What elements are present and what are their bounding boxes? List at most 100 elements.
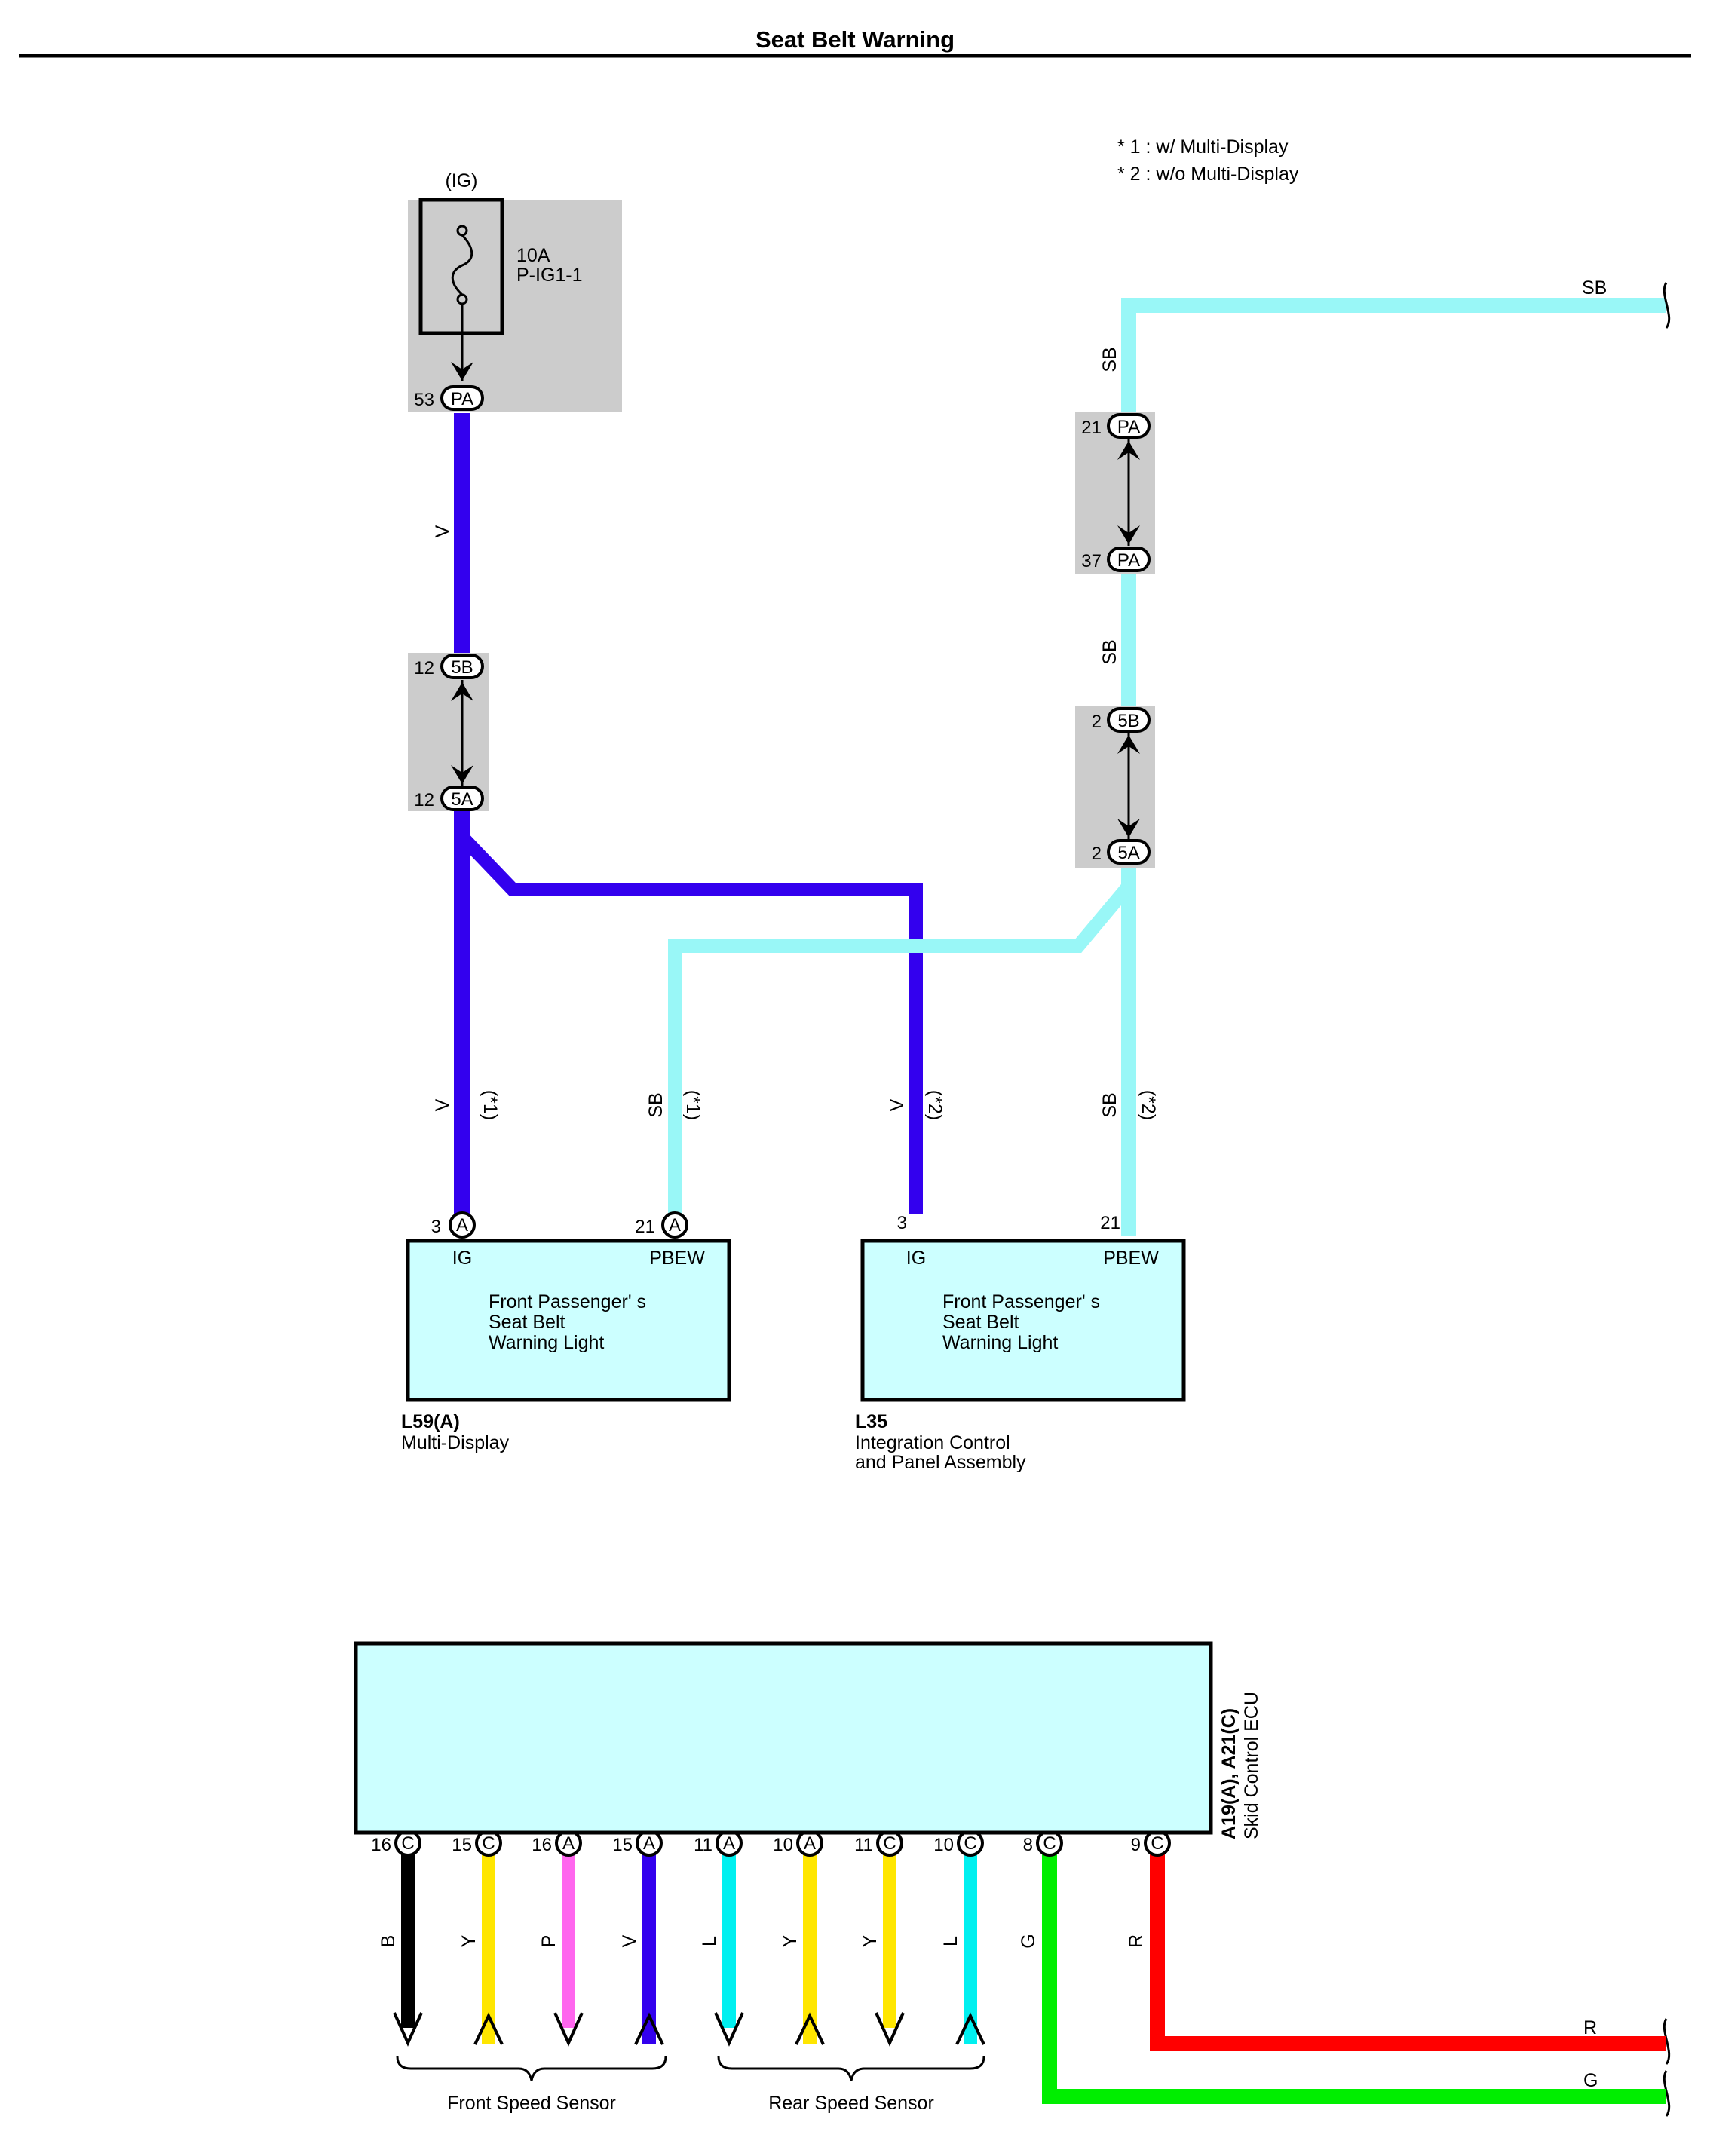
arrow-up-icon xyxy=(955,2012,985,2045)
wire-color-label: Y xyxy=(780,1934,801,1947)
break-marks xyxy=(1662,282,1671,2117)
pin-circle-ig xyxy=(449,1211,476,1239)
ecu-pin-5: YA10RL− xyxy=(773,1799,829,2045)
wire-label-l59-pbew: SB xyxy=(645,1092,667,1117)
ecu-pins: BC16FL+YC15FL−PA16FR+VA15FR−LA11RL+YA10R… xyxy=(371,1799,1185,2047)
component-box xyxy=(860,1239,1186,1402)
component-id: A19(A), A21(C) xyxy=(1218,1708,1240,1839)
wire-sb-top xyxy=(1121,298,1666,412)
pin-number: 16 xyxy=(371,1835,391,1855)
component-desc-1: Front Passenger' s xyxy=(942,1291,1100,1312)
fuse-rating: 10A xyxy=(516,245,550,266)
pin-number: 11 xyxy=(694,1835,712,1855)
wire-color-label: V xyxy=(619,1934,640,1947)
component-desc-3: Warning Light xyxy=(489,1332,604,1353)
pin-number: 15 xyxy=(612,1835,633,1855)
wire-v-l35 xyxy=(457,831,923,1214)
connector-pin: 12 xyxy=(414,658,434,678)
wire-color-label: Y xyxy=(860,1934,881,1947)
ecu-pin-0: BC16FL+ xyxy=(371,1799,426,2047)
wire-sb-l59 xyxy=(668,881,1134,1214)
pin-number: 11 xyxy=(854,1835,873,1855)
component-desc-3: Warning Light xyxy=(942,1332,1058,1353)
component-desc-2: Seat Belt xyxy=(489,1312,565,1333)
connector-pin: 53 xyxy=(414,390,434,410)
component-name: Multi-Display xyxy=(401,1432,510,1453)
arrow-down-icon xyxy=(875,2012,905,2047)
arrow-up-icon xyxy=(451,682,473,701)
pin-conn: C xyxy=(1151,1833,1163,1854)
arrow-down-icon xyxy=(1117,525,1140,544)
connector-oval xyxy=(440,786,484,811)
arrow-up-icon xyxy=(473,2012,504,2045)
component-desc-2: Seat Belt xyxy=(942,1312,1019,1333)
wire-note-l35-ig: (*2) xyxy=(924,1090,945,1120)
connector-oval xyxy=(440,654,484,679)
wire-note-l59-pbew: (*1) xyxy=(682,1090,703,1120)
pin-conn: C xyxy=(883,1833,896,1854)
wire-label-sb-mid: SB xyxy=(1099,639,1120,664)
component-box xyxy=(406,1239,731,1402)
pin-number-pbew: 21 xyxy=(1100,1213,1120,1233)
component-desc-1: Front Passenger' s xyxy=(489,1291,646,1312)
ecu-pin-4: LA11RL+ xyxy=(694,1799,748,2047)
wire-note-l59-ig: (*1) xyxy=(480,1090,501,1120)
pin-circle-pbew xyxy=(661,1211,688,1239)
arrow-up-icon xyxy=(634,2012,664,2045)
pin-conn: C xyxy=(964,1833,976,1854)
connector-oval xyxy=(1107,547,1151,572)
connector-pin: 12 xyxy=(414,790,434,810)
fuse-name: P-IG1-1 xyxy=(516,265,583,286)
legend-notes: * 1 : w/ Multi-Display * 2 : w/o Multi-D… xyxy=(1117,136,1299,185)
pin-conn: C xyxy=(482,1833,495,1854)
note-2: * 2 : w/o Multi-Display xyxy=(1117,164,1299,185)
connector-oval xyxy=(1107,413,1151,439)
break-mark-r xyxy=(1662,2018,1671,2065)
connector-5a-left: 5A 12 xyxy=(414,786,484,811)
page-title: Seat Belt Warning xyxy=(755,26,955,53)
connector-5b-right: 5B 2 xyxy=(1092,707,1151,733)
connector-code: PA xyxy=(1117,550,1140,571)
connector-oval xyxy=(1107,839,1151,865)
wire-color-label: P xyxy=(538,1935,559,1948)
brace-front-path xyxy=(396,2056,667,2081)
wire-label-r-right: R xyxy=(1583,2017,1597,2038)
wire-label-l59-ig: V xyxy=(432,1098,453,1111)
fuse-source: (IG) xyxy=(445,170,477,191)
connector-code: PA xyxy=(451,389,473,409)
connector-pin: 2 xyxy=(1092,844,1102,864)
pin-number: 8 xyxy=(1023,1835,1033,1855)
connector-pin: 2 xyxy=(1092,712,1102,732)
fuse: (IG) 10A P-IG1-1 xyxy=(418,170,583,381)
connector-oval xyxy=(440,385,484,411)
wire-color-label: L xyxy=(699,1936,720,1946)
connector-oval xyxy=(1107,707,1151,733)
wire-note-l35-pbew: (*2) xyxy=(1138,1090,1159,1120)
connector-pa-21: PA 21 xyxy=(1081,413,1151,439)
connector-code: PA xyxy=(1117,417,1140,437)
terminal-pbew: PBEW xyxy=(649,1248,705,1269)
connector-code: 5A xyxy=(1117,843,1139,863)
group-label-rear: Rear Speed Sensor xyxy=(768,2093,934,2114)
break-mark-g xyxy=(1662,2070,1671,2117)
arrow-down-icon xyxy=(1117,819,1140,838)
pin-number-ig: 3 xyxy=(431,1217,441,1237)
component-id: L35 xyxy=(855,1411,887,1432)
connector-pa-37: PA 37 xyxy=(1081,547,1151,572)
brace-front: Front Speed Sensor xyxy=(396,2056,667,2114)
component-l59: A 3 A 21 IG PBEW Front Passenger' s Seat… xyxy=(401,1211,731,1453)
pin-number: 10 xyxy=(933,1835,954,1855)
pin-conn: A xyxy=(723,1833,735,1854)
connector-pin: 21 xyxy=(1081,418,1102,438)
wire-label-sb-top-h: SB xyxy=(1582,277,1607,299)
pin-conn-pbew: A xyxy=(669,1215,681,1236)
pin-number: 10 xyxy=(773,1835,793,1855)
fuse-element-icon xyxy=(451,234,473,296)
component-id: L59(A) xyxy=(401,1411,460,1432)
wire-label-v-top: V xyxy=(432,525,453,537)
component-name-2: and Panel Assembly xyxy=(855,1452,1026,1473)
component-ecu: A19(A), A21(C) Skid Control ECU xyxy=(354,1641,1262,1839)
pin-conn: C xyxy=(1043,1833,1056,1854)
group-label-front: Front Speed Sensor xyxy=(447,2093,616,2114)
